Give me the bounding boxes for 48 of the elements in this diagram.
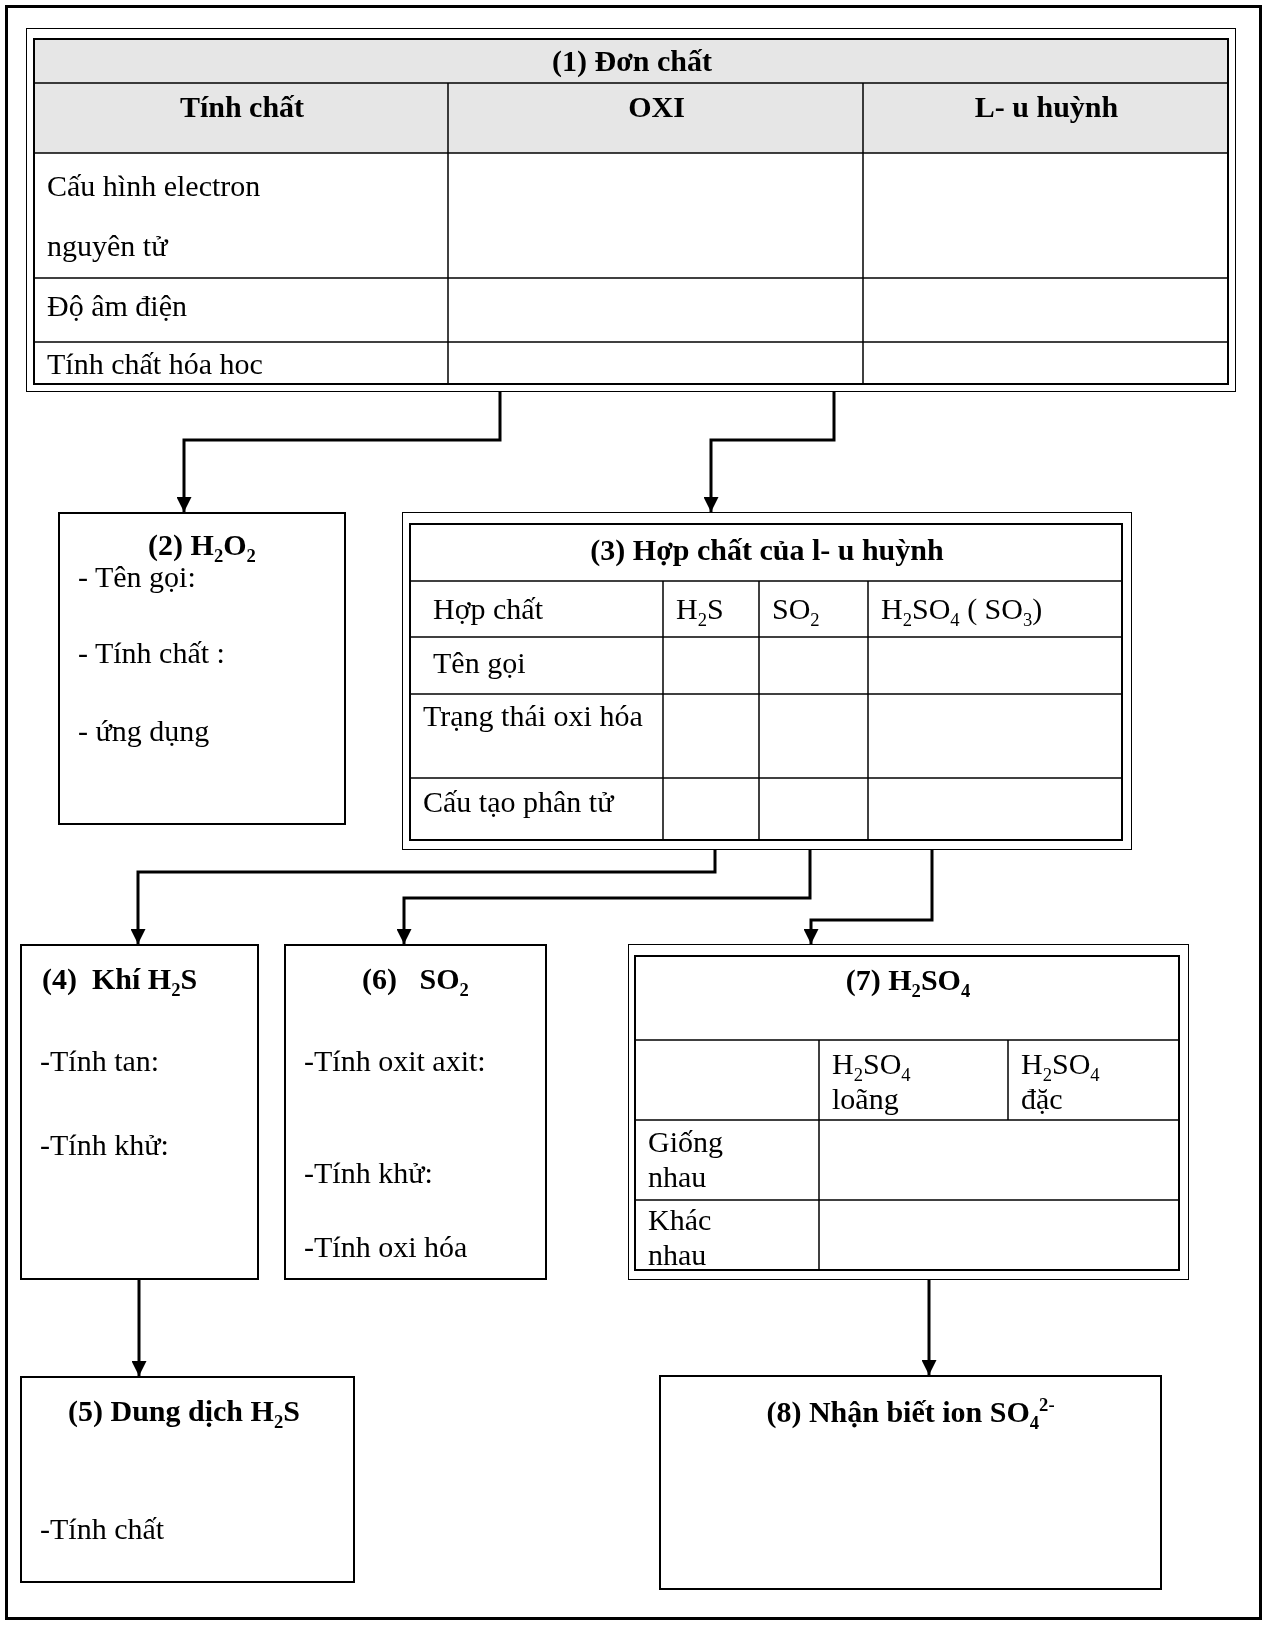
arrow [396,850,812,944]
column-header: OXI [627,90,686,125]
topic-box [284,944,547,1280]
column-header: H$_{2}$SO$_{4}$ loãng [832,1047,912,1116]
prompt-text: - ứng dụng [78,714,211,749]
prompt-text: -Tính khử: [40,1128,170,1163]
column-header: H$_{2}$SO$_{4}$ đặc [1021,1047,1101,1116]
row-label: Khác nhau [648,1203,713,1272]
box-heading: (6) SO$_{2}$ [361,962,470,997]
table-title: (1) Đơn chất [551,44,713,79]
prompt-text: - Tính chất : [78,636,226,671]
prompt-text: -Tính tan: [40,1044,161,1079]
box-heading: (4) Khí H$_{2}$S [42,962,199,997]
row-label: Giống nhau [648,1125,724,1194]
table-box [26,28,1236,392]
row-label: Trạng thái oxi hóa [423,699,644,734]
row-label: Cấu hình electron nguyên tử [47,168,262,264]
column-header: H$_{2}$S [676,592,725,627]
box-heading: (5) Dung dịch H$_{2}$S [67,1394,301,1429]
box-heading: (2) H$_{2}$O$_{2}$ [147,528,257,563]
topic-box [20,1376,355,1583]
row-label: Cấu tạo phân tử [423,785,616,820]
prompt-text: -Tính khử: [304,1156,434,1191]
table-title: (7) H$_{2}$SO$_{4}$ [844,963,972,998]
prompt-text: - Tên gọi: [78,560,197,595]
row-label: Tên gọi [433,646,527,681]
prompt-text: -Tính oxi hóa [304,1230,469,1265]
arrow [921,1280,937,1375]
arrow [131,1280,147,1376]
column-header: Tính chất [178,90,306,125]
row-label: Độ âm điện [47,289,188,324]
table-box [402,512,1132,850]
arrow [803,850,934,944]
row-label: Tính chất hóa hoc [47,347,264,382]
topic-box [20,944,259,1280]
prompt-text: -Tính chất [40,1512,166,1547]
arrow [130,850,717,944]
arrow [176,392,502,512]
column-header: L- u huỳnh [973,90,1120,125]
table-box [628,944,1189,1280]
prompt-text: -Tính oxit axit: [304,1044,487,1079]
topic-box [659,1375,1162,1590]
column-header: H$_{2}$SO$_{4}$ ( SO$_{3}$) [881,592,1044,627]
table-title: (3) Hợp chất của l- u huỳnh [589,533,945,568]
column-header: SO$_{2}$ [772,592,821,627]
row-label: Hợp chất [433,592,544,627]
topic-box [58,512,346,825]
arrow [703,392,836,512]
